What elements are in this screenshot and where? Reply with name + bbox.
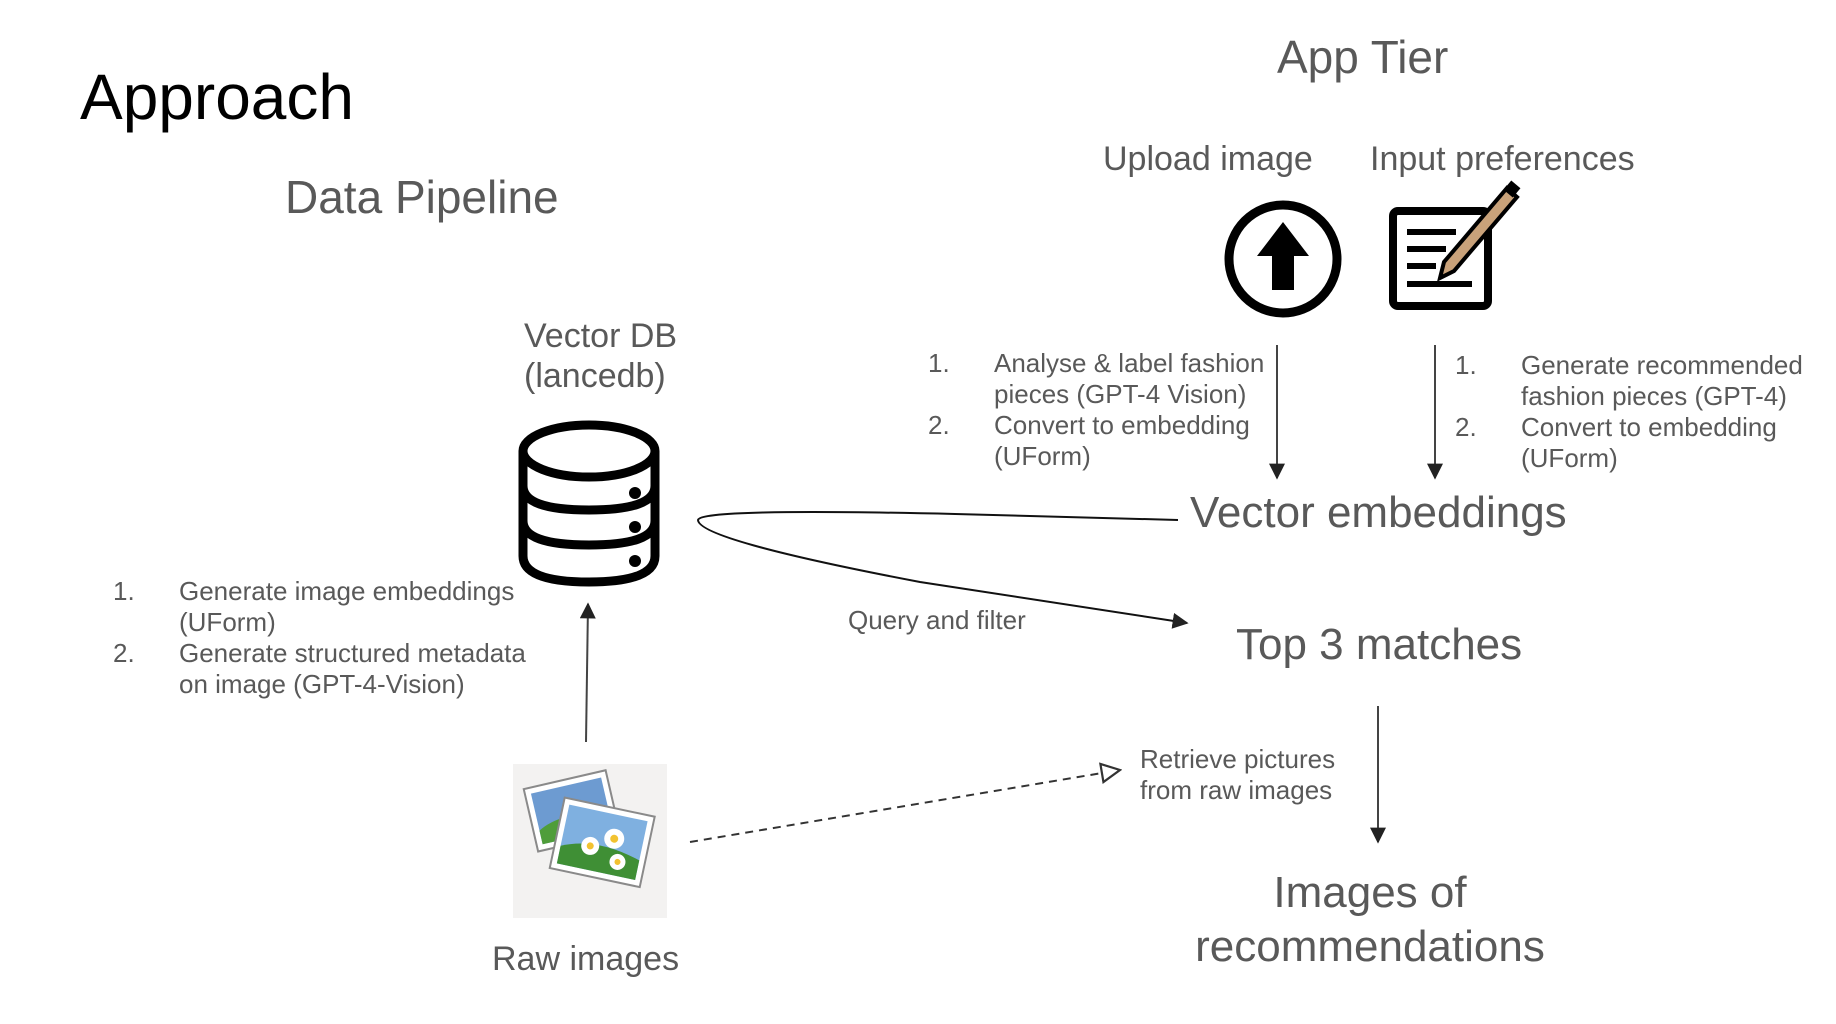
list-item: 2. Convert to embedding (UForm): [928, 410, 1264, 472]
vector-db-label: Vector DB (lancedb): [524, 316, 677, 396]
pipeline-steps-list: 1. Generate image embeddings (UForm) 2. …: [113, 576, 526, 700]
step-text: Generate recommended: [1521, 350, 1803, 380]
step-number: 1.: [1455, 350, 1477, 380]
step-text: (UForm): [1521, 443, 1618, 473]
recommendations-label: Images of recommendations: [1110, 866, 1630, 974]
step-text: on image (GPT-4-Vision): [179, 669, 465, 699]
step-number: 2.: [113, 638, 135, 668]
step-number: 1.: [113, 576, 135, 606]
step-text: Analyse & label fashion: [994, 348, 1265, 378]
recommendations-line-2: recommendations: [1195, 922, 1545, 971]
list-item: 2. Convert to embedding (UForm): [1455, 412, 1803, 474]
list-item: 2. Generate structured metadata on image…: [113, 638, 526, 700]
step-text: Generate image embeddings: [179, 576, 515, 606]
recommendations-line-1: Images of: [1273, 868, 1467, 917]
query-filter-label: Query and filter: [848, 605, 1026, 635]
app-tier-heading: App Tier: [1277, 31, 1449, 83]
step-text: Convert to embedding: [1521, 412, 1777, 442]
raw-images-label: Raw images: [492, 940, 680, 978]
query-filter-curve-arrow: [696, 511, 1189, 629]
form-pencil-icon: [1389, 180, 1521, 310]
step-text: (UForm): [179, 607, 276, 637]
photos-icon: [513, 764, 667, 918]
preferences-steps-list: 1. Generate recommended fashion pieces (…: [1455, 350, 1803, 474]
step-text: pieces (GPT-4 Vision): [994, 379, 1247, 409]
list-item: 1. Analyse & label fashion pieces (GPT-4…: [928, 348, 1264, 410]
upload-steps-list: 1. Analyse & label fashion pieces (GPT-4…: [928, 348, 1264, 472]
arrow-raw-to-db: [579, 602, 596, 743]
database-indicator-lights: [629, 487, 641, 567]
upload-image-label: Upload image: [1103, 140, 1313, 178]
step-text: Generate structured metadata: [179, 638, 526, 668]
step-text: Convert to embedding: [994, 410, 1250, 440]
vector-db-line-1: Vector DB: [524, 317, 678, 355]
retrieve-line-2: from raw images: [1140, 775, 1333, 805]
data-pipeline-heading: Data Pipeline: [285, 171, 559, 223]
list-item: 1. Generate recommended fashion pieces (…: [1455, 350, 1803, 412]
step-number: 1.: [928, 348, 950, 378]
retrieve-pictures-label: Retrieve pictures from raw images: [1140, 744, 1335, 806]
step-number: 2.: [928, 410, 950, 440]
input-preferences-label: Input preferences: [1370, 140, 1635, 178]
step-text: fashion pieces (GPT-4): [1521, 381, 1787, 411]
slide-title: Approach: [80, 61, 354, 133]
vector-embeddings-label: Vector embeddings: [1190, 488, 1567, 537]
arrow-raw-to-recommendations-dashed: [689, 770, 1120, 843]
upload-icon: [1224, 200, 1342, 318]
step-text: (UForm): [994, 441, 1091, 471]
top-matches-label: Top 3 matches: [1236, 620, 1523, 669]
retrieve-line-1: Retrieve pictures: [1140, 744, 1336, 774]
list-item: 1. Generate image embeddings (UForm): [113, 576, 526, 638]
step-number: 2.: [1455, 412, 1477, 442]
vector-db-line-2: (lancedb): [524, 357, 666, 395]
database-icon: [518, 420, 660, 587]
